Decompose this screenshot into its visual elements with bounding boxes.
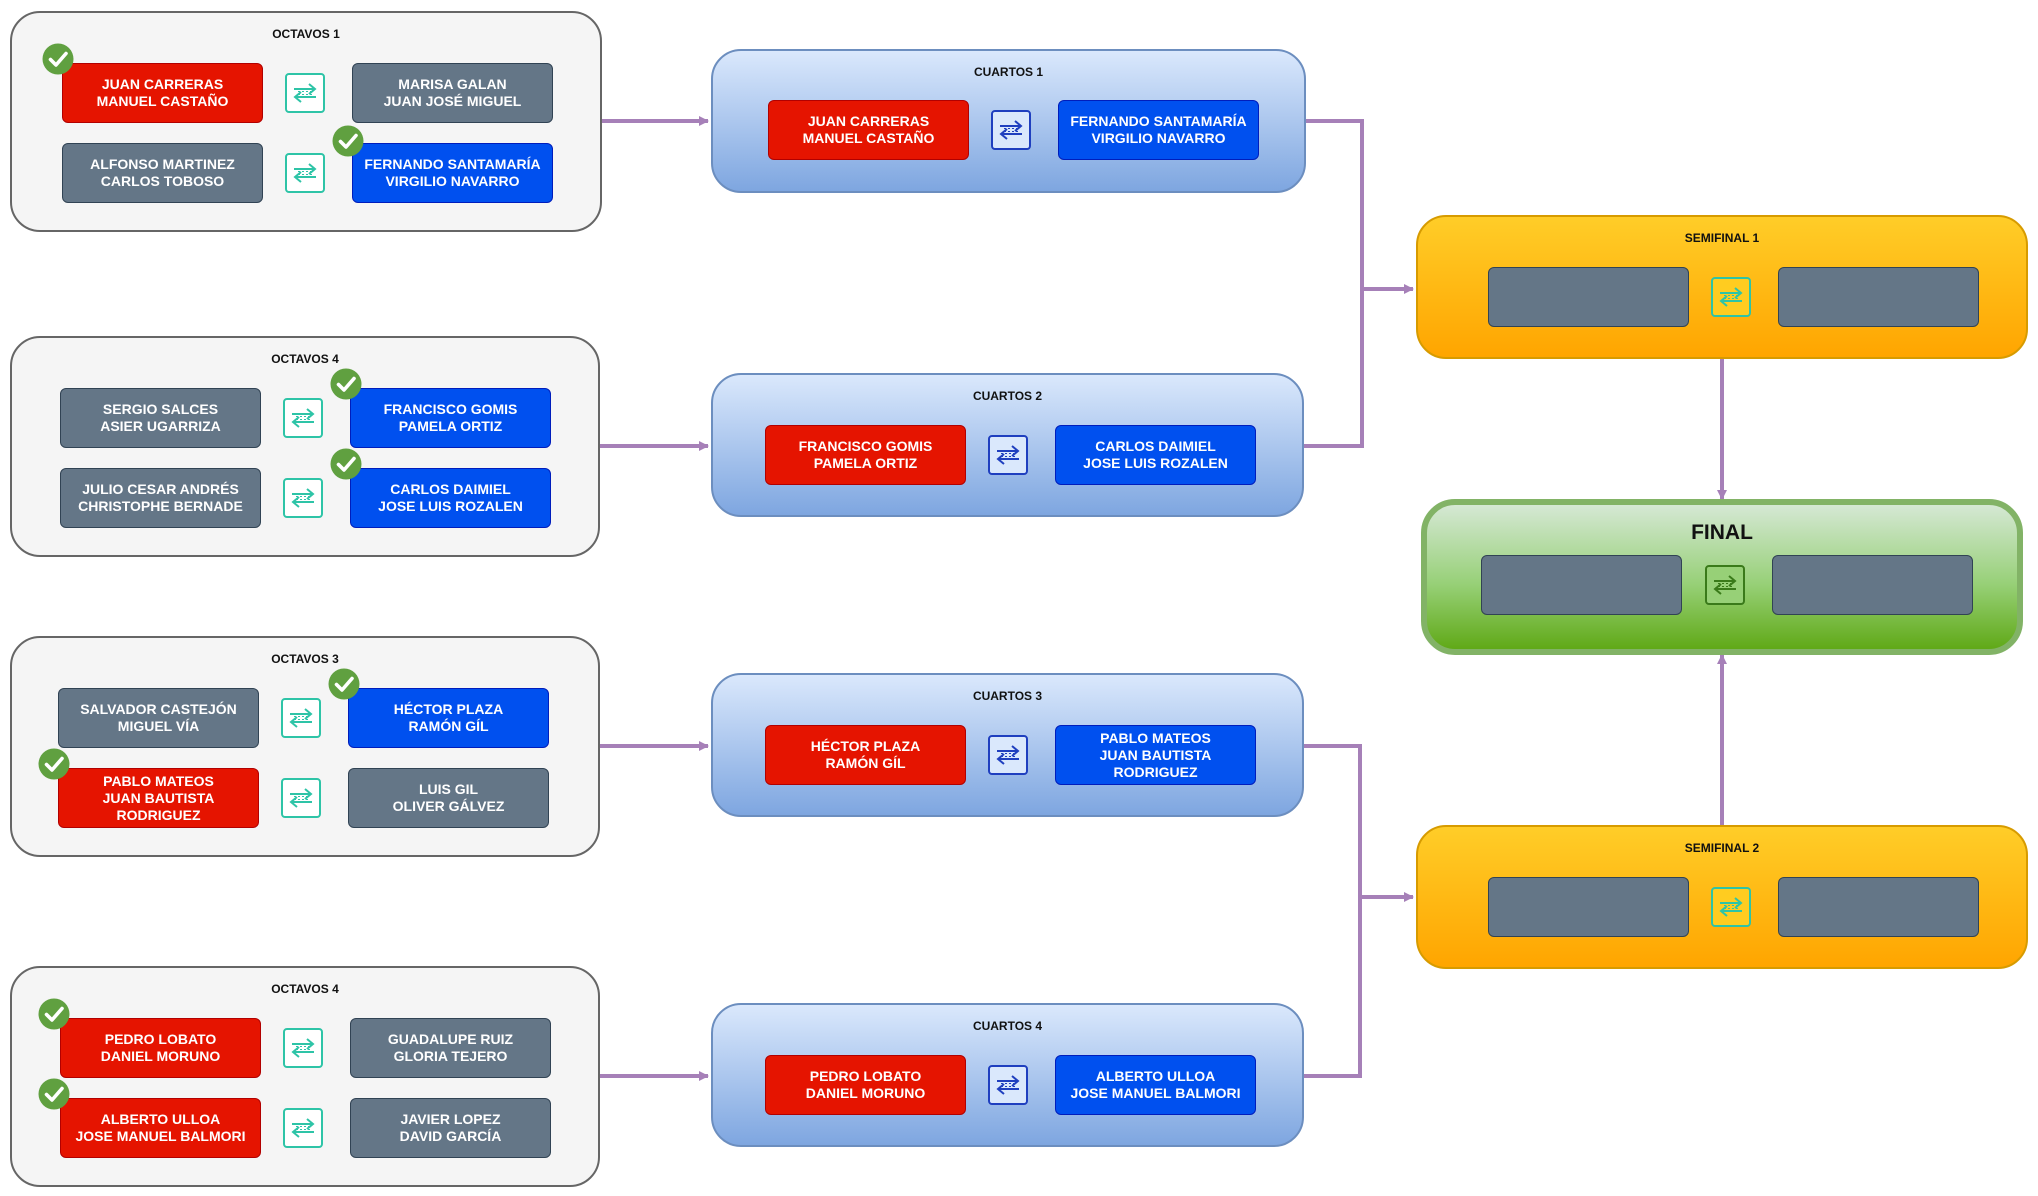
connector-cuartos2-semi1 xyxy=(1304,289,1364,448)
octavos-4b-title: OCTAVOS 4 xyxy=(271,982,339,996)
team-card[interactable]: PEDRO LOBATO DANIEL MORUNO xyxy=(60,1018,261,1078)
connector-cuartos1-semi1 xyxy=(1306,119,1414,294)
semifinal-2-title: SEMIFINAL 2 xyxy=(1684,841,1760,855)
team-card[interactable]: ALBERTO ULLOA JOSE MANUEL BALMORI xyxy=(1055,1055,1256,1115)
team-card[interactable]: JULIO CESAR ANDRÉS CHRISTOPHE BERNADE xyxy=(60,468,261,528)
final-box: FINAL xyxy=(1421,499,2023,655)
cuartos-1-title: CUARTOS 1 xyxy=(973,65,1044,79)
connector-cuartos3-semi2 xyxy=(1304,744,1414,902)
team-slot[interactable] xyxy=(1772,555,1973,615)
team-slot[interactable] xyxy=(1778,877,1979,937)
team-card[interactable]: PABLO MATEOS JUAN BAUTISTA RODRIGUEZ xyxy=(1055,725,1256,785)
swap-arrows-icon[interactable] xyxy=(283,1028,323,1068)
swap-arrows-icon[interactable] xyxy=(283,1108,323,1148)
cuartos-1-box: CUARTOS 1 JUAN CARRERAS MANUEL CASTAÑO F… xyxy=(711,49,1306,193)
swap-arrows-icon[interactable] xyxy=(283,398,323,438)
team-card[interactable]: JUAN CARRERAS MANUEL CASTAÑO xyxy=(768,100,969,160)
team-slot[interactable] xyxy=(1778,267,1979,327)
cuartos-3-title: CUARTOS 3 xyxy=(972,689,1043,703)
final-title: FINAL xyxy=(1691,521,1753,544)
swap-arrows-icon[interactable] xyxy=(988,735,1028,775)
cuartos-4-box: CUARTOS 4 PEDRO LOBATO DANIEL MORUNO ALB… xyxy=(711,1003,1304,1147)
cuartos-2-title: CUARTOS 2 xyxy=(972,389,1043,403)
team-card[interactable]: HÉCTOR PLAZA RAMÓN GÍL xyxy=(765,725,966,785)
swap-arrows-icon[interactable] xyxy=(988,1065,1028,1105)
team-slot[interactable] xyxy=(1488,267,1689,327)
swap-arrows-icon[interactable] xyxy=(285,73,325,113)
check-circle-icon xyxy=(330,448,362,480)
cuartos-2-box: CUARTOS 2 FRANCISCO GOMIS PAMELA ORTIZ C… xyxy=(711,373,1304,517)
team-slot[interactable] xyxy=(1488,877,1689,937)
swap-arrows-icon[interactable] xyxy=(281,778,321,818)
team-card[interactable]: JUAN CARRERAS MANUEL CASTAÑO xyxy=(62,63,263,123)
team-card[interactable]: MARISA GALAN JUAN JOSÉ MIGUEL xyxy=(352,63,553,123)
team-card[interactable]: HÉCTOR PLAZA RAMÓN GÍL xyxy=(348,688,549,748)
team-card[interactable]: CARLOS DAIMIEL JOSE LUIS ROZALEN xyxy=(1055,425,1256,485)
team-card[interactable]: ALBERTO ULLOA JOSE MANUEL BALMORI xyxy=(60,1098,261,1158)
octavos-1-title: OCTAVOS 1 xyxy=(272,27,340,41)
team-card[interactable]: SALVADOR CASTEJÓN MIGUEL VÍA xyxy=(58,688,259,748)
check-circle-icon xyxy=(38,748,70,780)
team-card[interactable]: FERNANDO SANTAMARÍA VIRGILIO NAVARRO xyxy=(1058,100,1259,160)
octavos-4b-box: OCTAVOS 4 PEDRO LOBATO DANIEL MORUNO GUA… xyxy=(10,966,600,1187)
team-card[interactable]: JAVIER LOPEZ DAVID GARCÍA xyxy=(350,1098,551,1158)
check-circle-icon xyxy=(42,43,74,75)
semifinal-2-box: SEMIFINAL 2 xyxy=(1416,825,2028,969)
semifinal-1-title: SEMIFINAL 1 xyxy=(1684,231,1760,245)
octavos-4a-title: OCTAVOS 4 xyxy=(271,352,339,366)
check-circle-icon xyxy=(330,368,362,400)
semifinal-1-box: SEMIFINAL 1 xyxy=(1416,215,2028,359)
check-circle-icon xyxy=(38,1078,70,1110)
team-card[interactable]: FRANCISCO GOMIS PAMELA ORTIZ xyxy=(765,425,966,485)
swap-arrows-icon[interactable] xyxy=(991,110,1031,150)
octavos-3-title: OCTAVOS 3 xyxy=(271,652,339,666)
check-circle-icon xyxy=(328,668,360,700)
team-card[interactable]: PABLO MATEOS JUAN BAUTISTA RODRIGUEZ xyxy=(58,768,259,828)
octavos-4a-box: OCTAVOS 4 SERGIO SALCES ASIER UGARRIZA F… xyxy=(10,336,600,557)
team-card[interactable]: CARLOS DAIMIEL JOSE LUIS ROZALEN xyxy=(350,468,551,528)
team-card[interactable]: PEDRO LOBATO DANIEL MORUNO xyxy=(765,1055,966,1115)
team-card[interactable]: GUADALUPE RUIZ GLORIA TEJERO xyxy=(350,1018,551,1078)
swap-arrows-icon[interactable] xyxy=(285,153,325,193)
cuartos-3-box: CUARTOS 3 HÉCTOR PLAZA RAMÓN GÍL PABLO M… xyxy=(711,673,1304,817)
team-card[interactable]: ALFONSO MARTINEZ CARLOS TOBOSO xyxy=(62,143,263,203)
team-card[interactable]: FERNANDO SANTAMARÍA VIRGILIO NAVARRO xyxy=(352,143,553,203)
octavos-3-box: OCTAVOS 3 SALVADOR CASTEJÓN MIGUEL VÍA H… xyxy=(10,636,600,857)
check-circle-icon xyxy=(38,998,70,1030)
team-card[interactable]: FRANCISCO GOMIS PAMELA ORTIZ xyxy=(350,388,551,448)
team-card[interactable]: SERGIO SALCES ASIER UGARRIZA xyxy=(60,388,261,448)
team-card[interactable]: LUIS GIL OLIVER GÁLVEZ xyxy=(348,768,549,828)
swap-arrows-icon[interactable] xyxy=(988,435,1028,475)
swap-arrows-icon[interactable] xyxy=(1711,887,1751,927)
octavos-1-box: OCTAVOS 1 JUAN CARRERAS MANUEL CASTAÑO M… xyxy=(10,11,602,232)
swap-arrows-icon[interactable] xyxy=(281,698,321,738)
check-circle-icon xyxy=(332,125,364,157)
swap-arrows-icon[interactable] xyxy=(1711,277,1751,317)
swap-arrows-icon[interactable] xyxy=(283,478,323,518)
cuartos-4-title: CUARTOS 4 xyxy=(972,1019,1043,1033)
connector-cuartos4-semi2 xyxy=(1304,897,1362,1078)
team-slot[interactable] xyxy=(1481,555,1682,615)
swap-arrows-icon[interactable] xyxy=(1705,565,1745,605)
